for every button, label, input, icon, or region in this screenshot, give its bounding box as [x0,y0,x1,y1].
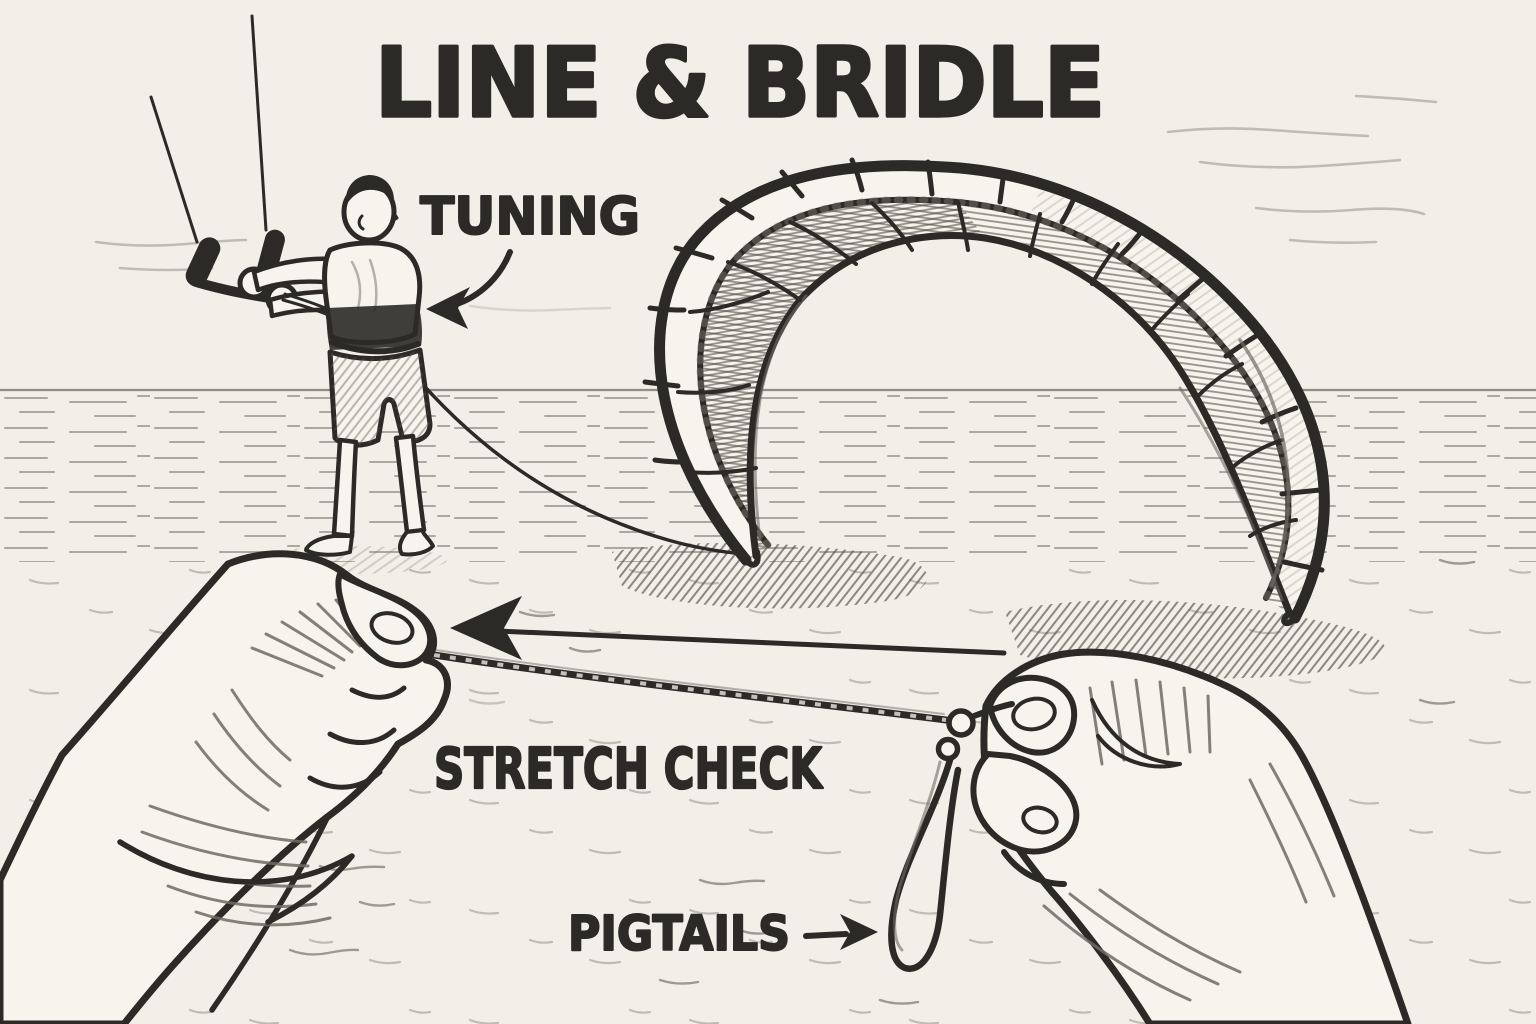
line-tail [209,809,333,1013]
left-hand-outline [0,550,451,1024]
pigtails-label: PIGTAILS [568,906,790,962]
right-thumbnail [1011,696,1057,732]
tube-segments [642,157,1325,573]
trailing-edge [746,232,1294,618]
thumb-web-shadow [1090,698,1182,769]
kite-flyer-figure [149,14,746,557]
struts [676,200,1298,538]
canopy-shading [700,199,985,556]
flyer-foot [304,534,354,557]
flyer-leg [331,437,359,539]
right-hand-shading [1042,678,1336,1002]
right-index-nail [1021,805,1059,835]
knot-bead [935,736,961,762]
stretch-check-label: STRETCH CHECK [434,737,824,802]
right-hand [970,648,1412,1024]
title-text: LINE & BRIDLE [375,29,1105,139]
leading-edge-outline [654,160,1330,624]
left-tip-shadow [612,542,928,609]
knot-bead [946,708,976,738]
flying-lines [149,14,268,244]
kite [642,157,1330,627]
tuning-arrowhead [426,287,470,329]
line-stub [971,701,1015,719]
pigtails-arrowhead [840,914,878,950]
left-fingers [307,685,407,790]
harness [326,304,422,350]
left-hand [0,550,451,1024]
tuning-label: TUNING [420,187,640,247]
stretch-check-arrowhead [450,596,522,660]
knot-and-pigtail [888,701,1015,972]
bar-end-handle [185,237,221,287]
rope-twist-highlight [433,653,947,722]
flyer-hair [345,175,394,206]
stretch-check-arrow [450,596,1007,660]
flyer-foot [397,528,435,557]
wingtips [743,549,1298,627]
tuning-arrow [426,249,513,329]
stretched-line [430,649,950,724]
tether-line [400,358,746,556]
pigtails-arrow [803,914,878,950]
left-thumbnail [369,611,415,645]
pigtail-loop [888,756,962,972]
